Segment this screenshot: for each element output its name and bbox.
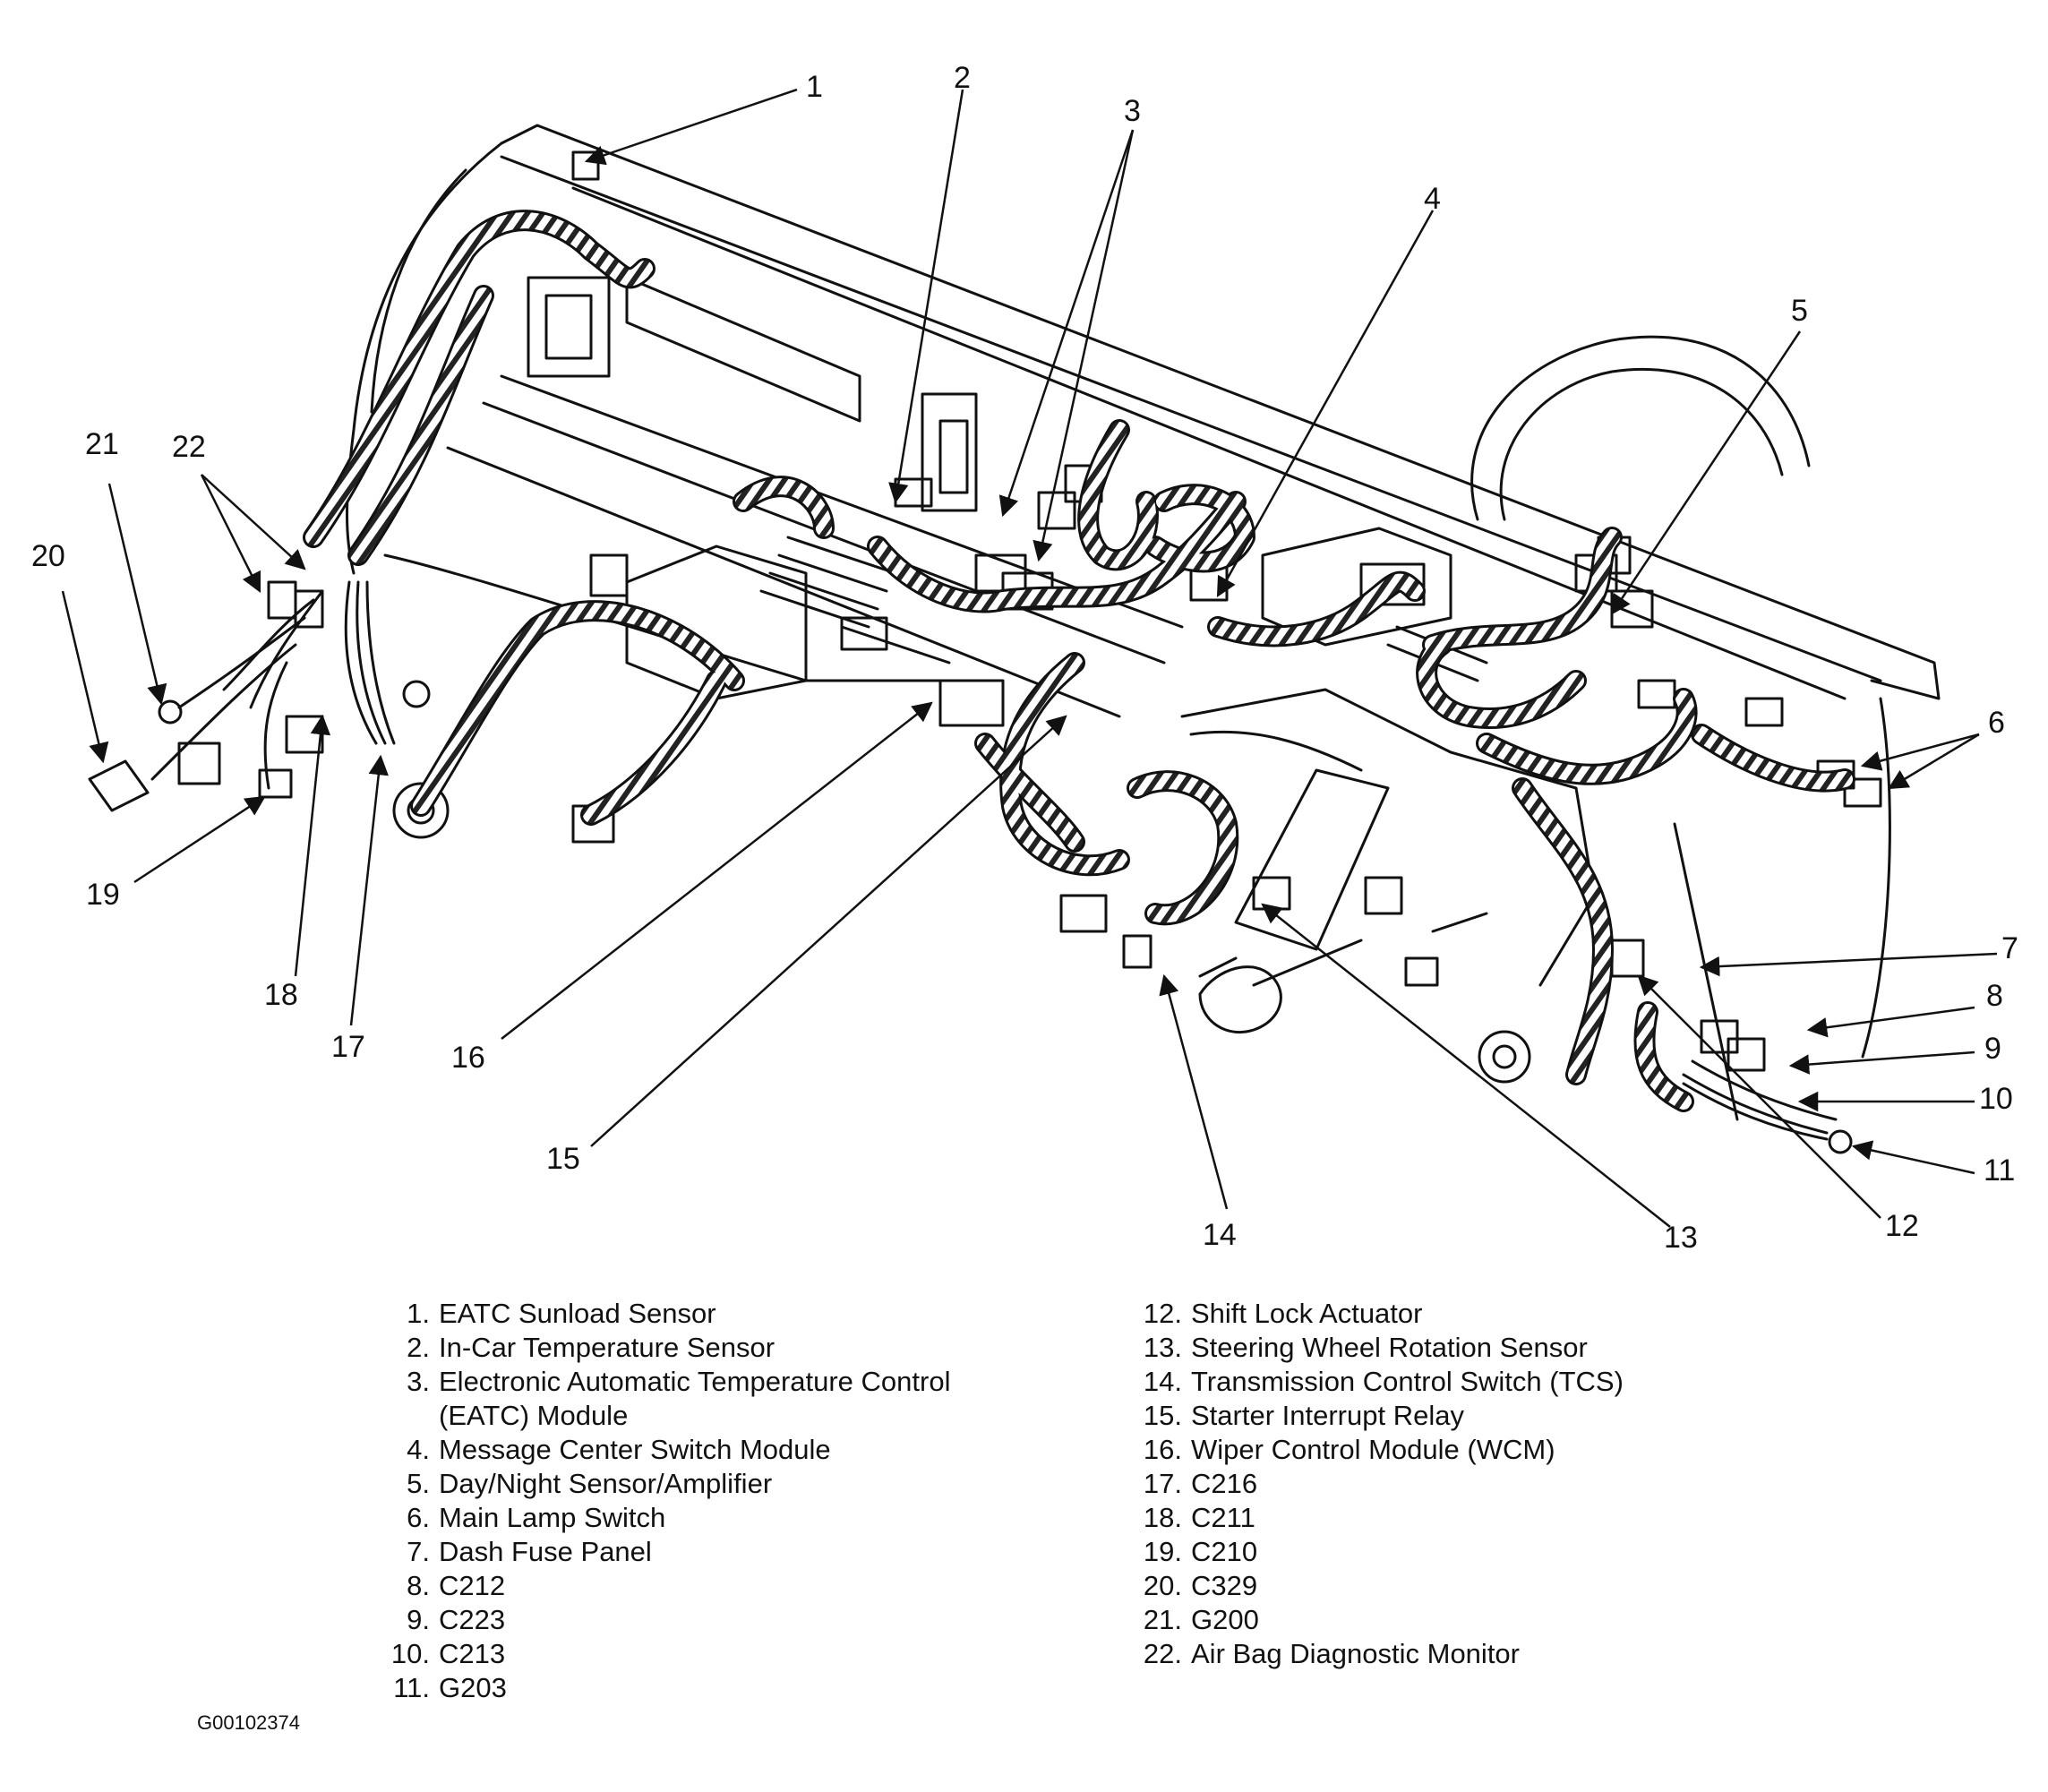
callout-14: 14: [1203, 1218, 1237, 1252]
legend-item: 21. G200: [1119, 1603, 1800, 1637]
legend-label: Steering Wheel Rotation Sensor: [1191, 1332, 1588, 1363]
legend-label: Message Center Switch Module: [439, 1434, 831, 1465]
legend-item: 15. Starter Interrupt Relay: [1119, 1399, 1800, 1433]
callout-17: 17: [331, 1030, 365, 1064]
legend-number: 17.: [1143, 1468, 1182, 1499]
legend-number: 9.: [407, 1604, 430, 1635]
legend-label: Wiper Control Module (WCM): [1191, 1434, 1555, 1465]
legend-number: 6.: [407, 1502, 430, 1533]
legend-number: 19.: [1143, 1536, 1182, 1567]
callout-22: 22: [172, 430, 206, 464]
callout-15: 15: [546, 1142, 580, 1176]
callout-5: 5: [1791, 294, 1808, 328]
legend-label: G200: [1191, 1604, 1259, 1635]
legend-number: 12.: [1143, 1298, 1182, 1329]
legend-number: 21.: [1143, 1604, 1182, 1635]
legend-label: C213: [439, 1638, 506, 1669]
callout-7: 7: [2001, 931, 2018, 965]
callout-18: 18: [264, 978, 298, 1012]
callout-2: 2: [954, 61, 971, 95]
legend-label: C210: [1191, 1536, 1258, 1567]
legend-number: 4.: [407, 1434, 430, 1465]
legend-item: 7. Dash Fuse Panel: [367, 1535, 1048, 1569]
callout-3: 3: [1124, 94, 1141, 128]
legend-item: 14. Transmission Control Switch (TCS): [1119, 1365, 1800, 1399]
legend-item: 16. Wiper Control Module (WCM): [1119, 1433, 1800, 1467]
legend-number: 15.: [1143, 1400, 1182, 1431]
legend-item: 9. C223: [367, 1603, 1048, 1637]
legend-number: 5.: [407, 1468, 430, 1499]
callout-20: 20: [31, 539, 65, 573]
legend-number: 14.: [1143, 1366, 1182, 1397]
callout-21: 21: [85, 427, 119, 461]
legend-item: 4. Message Center Switch Module: [367, 1433, 1048, 1467]
legend-label: C211: [1191, 1502, 1255, 1533]
legend-label: Electronic Automatic Temperature Control: [439, 1366, 951, 1397]
callout-13: 13: [1664, 1221, 1698, 1255]
callout-6: 6: [1988, 706, 2005, 740]
legend-label: Day/Night Sensor/Amplifier: [439, 1468, 773, 1499]
legend-item: 1. EATC Sunload Sensor: [367, 1297, 1048, 1331]
legend-item: 2. In-Car Temperature Sensor: [367, 1331, 1048, 1365]
legend-label-continuation: (EATC) Module: [439, 1400, 629, 1431]
legend-item: 20. C329: [1119, 1569, 1800, 1603]
legend-number: 20.: [1143, 1570, 1182, 1601]
legend-number: 1.: [407, 1298, 430, 1329]
legend-item: 8. C212: [367, 1569, 1048, 1603]
legend-label: Dash Fuse Panel: [439, 1536, 652, 1567]
legend-number: 2.: [407, 1332, 430, 1363]
callout-4: 4: [1424, 182, 1441, 216]
callout-19: 19: [86, 878, 120, 912]
legend-label: C216: [1191, 1468, 1258, 1499]
legend-number: 10.: [390, 1638, 430, 1669]
callout-12: 12: [1885, 1209, 1919, 1243]
legend-label: G203: [439, 1672, 507, 1703]
legend-item: 5. Day/Night Sensor/Amplifier: [367, 1467, 1048, 1501]
legend-item-continuation: (EATC) Module: [367, 1399, 1048, 1433]
legend-item: 10. C213: [367, 1637, 1048, 1671]
legend-number: 3.: [407, 1366, 430, 1397]
legend-item: 3. Electronic Automatic Temperature Contr…: [367, 1365, 1048, 1399]
legend-item: 22. Air Bag Diagnostic Monitor: [1119, 1637, 1800, 1671]
callout-10: 10: [1979, 1082, 2013, 1116]
leader-lines: [61, 88, 1998, 1228]
legend-label: In-Car Temperature Sensor: [439, 1332, 775, 1363]
legend-label: Main Lamp Switch: [439, 1502, 666, 1533]
legend-label: Starter Interrupt Relay: [1191, 1400, 1464, 1431]
legend-label: Transmission Control Switch (TCS): [1191, 1366, 1624, 1397]
callout-1: 1: [806, 70, 823, 104]
legend-number: 18.: [1143, 1502, 1182, 1533]
legend-number: 16.: [1143, 1434, 1182, 1465]
callout-9: 9: [1984, 1032, 2001, 1066]
legend-number: 13.: [1143, 1332, 1182, 1363]
legend-item: 12. Shift Lock Actuator: [1119, 1297, 1800, 1331]
legend-label: C223: [439, 1604, 506, 1635]
legend-item: 6. Main Lamp Switch: [367, 1501, 1048, 1535]
legend-number: 7.: [407, 1536, 430, 1567]
callout-8: 8: [1986, 979, 2003, 1013]
legend-number: 22.: [1143, 1638, 1182, 1669]
callout-16: 16: [451, 1041, 485, 1075]
legend-item: 19. C210: [1119, 1535, 1800, 1569]
legend-label: Air Bag Diagnostic Monitor: [1191, 1638, 1520, 1669]
callout-11: 11: [1984, 1153, 2015, 1188]
legend-label: C212: [439, 1570, 506, 1601]
legend-item: 11. G203: [367, 1671, 1048, 1705]
legend-number: 8.: [407, 1570, 430, 1601]
instrument-panel-illustration: [88, 124, 1941, 1154]
legend-label: C329: [1191, 1570, 1258, 1601]
legend-right: 12. Shift Lock Actuator 13. Steering Wheel…: [1119, 1297, 1800, 1671]
legend-left: 1. EATC Sunload Sensor 2. In-Car Temperatu…: [367, 1297, 1048, 1705]
callout-numbers: 1 2 3 4 5 6 7 8 9 10 11 12 13 14 15 16 1…: [31, 61, 2018, 1255]
legend-item: 13. Steering Wheel Rotation Sensor: [1119, 1331, 1800, 1365]
legend-label: Shift Lock Actuator: [1191, 1298, 1423, 1329]
legend-number: 11.: [393, 1672, 430, 1703]
legend-label: EATC Sunload Sensor: [439, 1298, 716, 1329]
legend-item: 18. C211: [1119, 1501, 1800, 1535]
figure-id: G00102374: [197, 1711, 300, 1734]
legend-item: 17. C216: [1119, 1467, 1800, 1501]
wiring-harness-illustration: [150, 210, 1855, 1141]
